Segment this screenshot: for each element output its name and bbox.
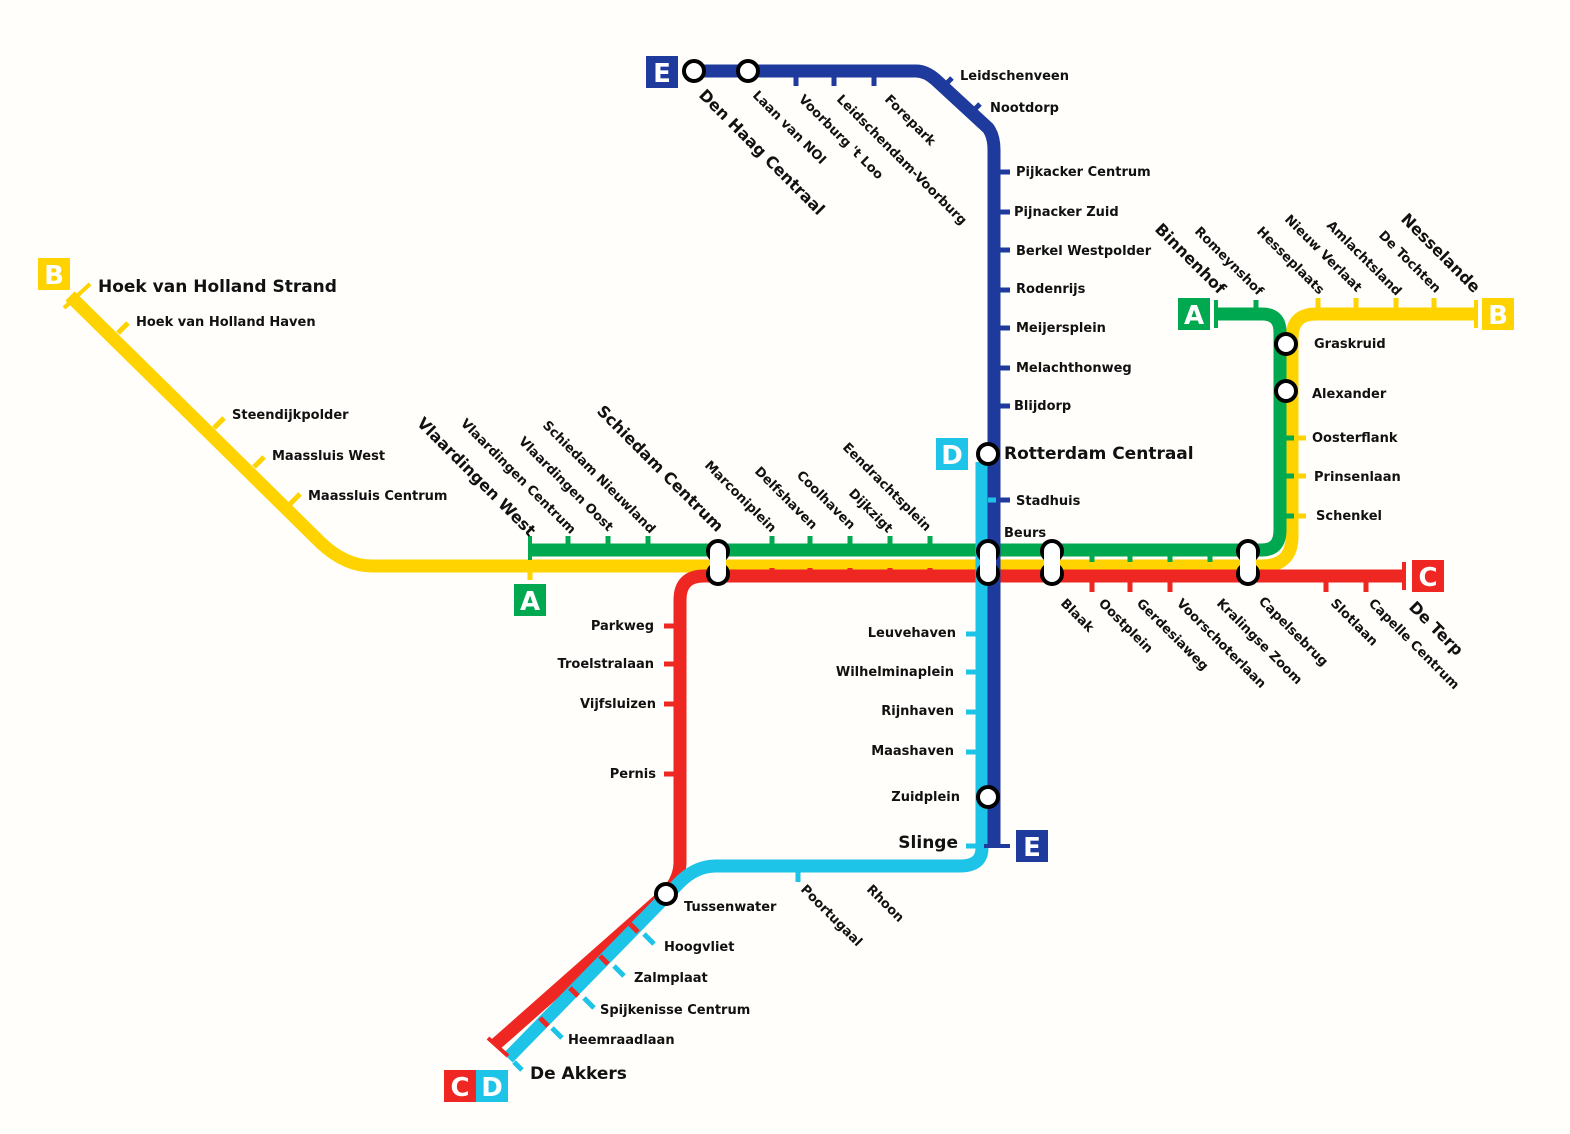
transfer-alexander[interactable] bbox=[1274, 379, 1298, 403]
label-rijnhaven[interactable]: Rijnhaven bbox=[881, 704, 954, 719]
label-pijnacker-centrum[interactable]: Pijkacker Centrum bbox=[1016, 165, 1151, 180]
line-e-path bbox=[692, 64, 1001, 846]
label-de-akkers[interactable]: De Akkers bbox=[530, 1064, 627, 1084]
badge-b-west: B bbox=[38, 258, 70, 291]
label-oosterflank[interactable]: Oosterflank bbox=[1312, 431, 1398, 446]
label-melanchthonweg[interactable]: Melachthonweg bbox=[1016, 361, 1132, 376]
label-pijnacker-zuid[interactable]: Pijnacker Zuid bbox=[1014, 205, 1119, 220]
svg-text:C: C bbox=[450, 1073, 469, 1103]
line-c-ticks bbox=[538, 568, 1369, 1028]
label-blaak[interactable]: Blaak bbox=[1057, 596, 1097, 636]
line-e-ticks bbox=[793, 76, 1010, 755]
line-b-ticks bbox=[116, 298, 1437, 580]
transfer-rotterdam-centraal[interactable] bbox=[976, 442, 1000, 466]
transfer-zuidplein[interactable] bbox=[976, 785, 1000, 809]
label-troelstralaan[interactable]: Troelstralaan bbox=[558, 657, 654, 672]
label-berkel-westpolder[interactable]: Berkel Westpolder bbox=[1016, 244, 1152, 259]
badge-c-de-terp: C bbox=[1412, 560, 1444, 593]
label-rotterdam-centraal[interactable]: Rotterdam Centraal bbox=[1004, 444, 1194, 464]
label-nootdorp[interactable]: Nootdorp bbox=[990, 101, 1059, 116]
label-meijersplein[interactable]: Meijersplein bbox=[1016, 321, 1106, 336]
svg-text:A: A bbox=[1184, 301, 1204, 331]
line-d-ticks bbox=[512, 497, 996, 1072]
transfer-blaak[interactable] bbox=[1040, 539, 1064, 586]
label-rhoon[interactable]: Rhoon bbox=[863, 882, 906, 925]
badge-b-nesselande: B bbox=[1482, 298, 1514, 331]
svg-text:B: B bbox=[44, 261, 64, 291]
label-slinge[interactable]: Slinge bbox=[898, 833, 958, 853]
label-schenkel[interactable]: Schenkel bbox=[1316, 509, 1382, 524]
transfer-stations bbox=[654, 59, 1298, 906]
badge-c-de-akkers: C bbox=[444, 1070, 476, 1103]
label-hoek-haven[interactable]: Hoek van Holland Haven bbox=[136, 315, 316, 330]
label-maassluis-centrum[interactable]: Maassluis Centrum bbox=[308, 489, 447, 504]
svg-text:D: D bbox=[941, 441, 963, 471]
svg-text:E: E bbox=[653, 59, 671, 89]
label-heemraadlaan[interactable]: Heemraadlaan bbox=[568, 1033, 675, 1048]
label-poortugaal[interactable]: Poortugaal bbox=[797, 882, 865, 950]
label-zalmplaat[interactable]: Zalmplaat bbox=[634, 971, 708, 986]
badge-a-binnenhof: A bbox=[1178, 298, 1210, 331]
label-leidschenveen[interactable]: Leidschenveen bbox=[960, 69, 1069, 84]
svg-text:E: E bbox=[1023, 833, 1041, 863]
badge-e-top: E bbox=[646, 56, 678, 89]
end-bar-de-akkers bbox=[486, 1036, 510, 1058]
line-a-path bbox=[530, 307, 1287, 557]
label-spijkenisse-centrum[interactable]: Spijkenisse Centrum bbox=[600, 1003, 750, 1018]
transfer-graskruid[interactable] bbox=[1274, 332, 1298, 356]
label-hoogvliet[interactable]: Hoogvliet bbox=[664, 940, 734, 955]
badge-d-centraal: D bbox=[936, 438, 968, 471]
label-wilhelminaplein[interactable]: Wilhelminaplein bbox=[836, 665, 954, 680]
transfer-den-haag-centraal[interactable] bbox=[682, 59, 706, 83]
end-bar-hoek bbox=[62, 282, 92, 310]
label-leuvehaven[interactable]: Leuvehaven bbox=[868, 626, 956, 641]
label-tussenwater[interactable]: Tussenwater bbox=[684, 900, 777, 915]
label-vijfsluizen[interactable]: Vijfsluizen bbox=[580, 697, 656, 712]
line-d-path bbox=[503, 462, 989, 1063]
label-parkweg[interactable]: Parkweg bbox=[591, 619, 654, 634]
label-graskruid[interactable]: Graskruid bbox=[1314, 337, 1386, 352]
svg-text:D: D bbox=[481, 1073, 503, 1103]
label-pernis[interactable]: Pernis bbox=[610, 767, 656, 782]
svg-text:B: B bbox=[1488, 301, 1508, 331]
transfer-tussenwater[interactable] bbox=[654, 882, 678, 906]
svg-text:C: C bbox=[1418, 563, 1437, 593]
label-rodenrijs[interactable]: Rodenrijs bbox=[1016, 282, 1086, 297]
badge-a-vlaardingen: A bbox=[514, 584, 546, 617]
label-hoek-strand[interactable]: Hoek van Holland Strand bbox=[98, 277, 337, 297]
label-steendijkpolder[interactable]: Steendijkpolder bbox=[232, 408, 349, 423]
label-stadhuis[interactable]: Stadhuis bbox=[1016, 494, 1081, 509]
label-maashaven[interactable]: Maashaven bbox=[871, 744, 954, 759]
label-maassluis-west[interactable]: Maassluis West bbox=[272, 449, 385, 464]
transfer-capelsebrug[interactable] bbox=[1236, 539, 1260, 586]
line-b-path bbox=[65, 291, 1478, 573]
label-alexander[interactable]: Alexander bbox=[1312, 387, 1387, 402]
transfer-laan-van-noi[interactable] bbox=[736, 59, 760, 83]
badge-e-slinge: E bbox=[1016, 830, 1048, 863]
label-zuidplein[interactable]: Zuidplein bbox=[891, 790, 960, 805]
label-beurs[interactable]: Beurs bbox=[1004, 526, 1046, 541]
transfer-schiedam-centrum[interactable] bbox=[706, 539, 730, 586]
label-prinsenlaan[interactable]: Prinsenlaan bbox=[1314, 470, 1401, 485]
svg-text:A: A bbox=[520, 587, 540, 617]
label-blijdorp[interactable]: Blijdorp bbox=[1014, 399, 1071, 414]
transfer-beurs[interactable] bbox=[976, 539, 1000, 586]
line-a-ticks bbox=[565, 300, 1294, 562]
badge-d-de-akkers: D bbox=[476, 1070, 508, 1103]
